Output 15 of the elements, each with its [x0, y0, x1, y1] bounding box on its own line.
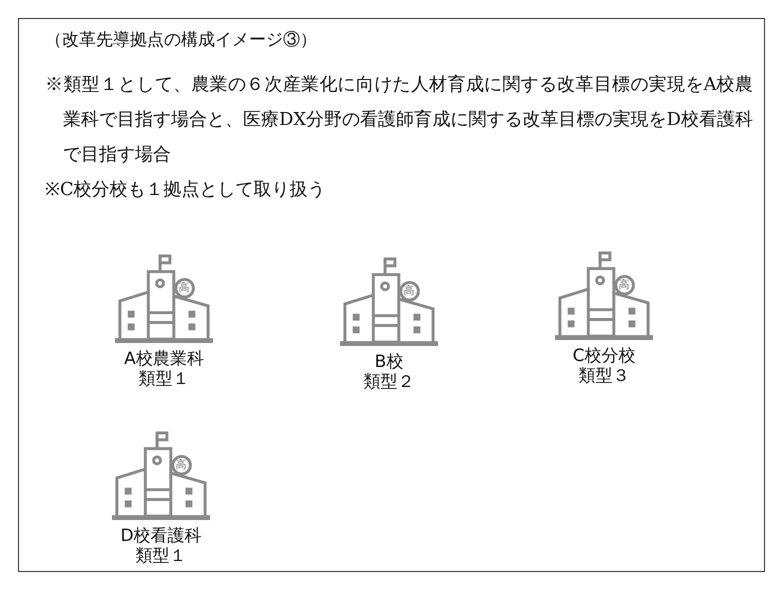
- badge-text: 高: [402, 283, 416, 299]
- school-name: A校農業科: [124, 349, 204, 369]
- note-text: ※C校分校も１拠点として取り扱う: [45, 178, 327, 202]
- type-label: 類型３: [578, 366, 630, 386]
- type-label: 類型１: [136, 546, 186, 566]
- note-text: ※類型１として、農業の６次産業化に向けた人材育成に関する改革目標の実現をA校農業科で目指す場合と、医療DX分野の看護師育成に関する改革目標の実現をD校看護科で目指す場合: [45, 73, 753, 167]
- school-name: B校: [374, 352, 404, 372]
- type-label: 類型１: [138, 369, 190, 389]
- badge-text: 高: [618, 277, 630, 293]
- badge-text: 高: [178, 280, 190, 296]
- school-name: C校分校: [572, 346, 636, 366]
- type-label: 類型２: [364, 372, 414, 392]
- badge-text: 高: [174, 457, 188, 473]
- title-heading: （改革先導拠点の構成イメージ③）: [45, 29, 317, 52]
- school-name: D校看護科: [120, 526, 202, 546]
